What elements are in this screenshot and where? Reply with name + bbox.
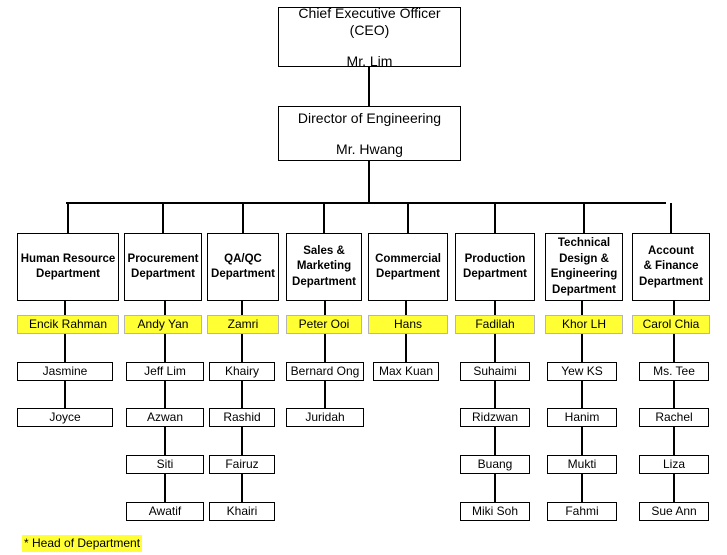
department-name-line: Technical [557,237,611,249]
staff-member-box: Jeff Lim [126,362,204,381]
legend-head-of-department: * Head of Department [22,535,143,552]
staff-member-box: Liza [639,455,709,474]
ceo-title: Chief Executive Officer (CEO) [298,4,441,38]
director-title: Director of Engineering [297,109,442,126]
head-of-department-box: Encik Rahman [17,315,119,334]
staff-member-box: Khairy [209,362,275,381]
director-box: Director of Engineering Mr. Hwang [278,106,461,161]
staff-member-box: Fahmi [547,502,617,521]
department-name-line: Production [464,252,526,265]
department-name-line: Department [463,268,527,280]
department-name-line: Account [648,244,694,257]
department-name-line: Marketing [296,260,352,273]
department-box: QA/QC Department [207,233,279,301]
department-name-line: & Finance [643,260,699,273]
department-name-line: QA/QC [224,252,262,265]
staff-member-box: Rachel [639,408,709,427]
staff-member-box: Hanim [547,408,617,427]
staff-member-box: Joyce [17,408,113,427]
staff-member-box: Fairuz [209,455,275,474]
staff-member-box: Rashid [209,408,275,427]
department-name-line: Sales & [303,244,345,257]
head-of-department-box: Zamri [207,315,279,334]
staff-member-box: Khairi [209,502,275,521]
department-name-line: Human Resource [20,252,116,265]
department-name: QA/QC Department [211,252,275,283]
staff-member-box: Suhaimi [460,362,530,381]
department-name-line: Department [376,268,440,280]
department-name-line: Department [639,275,703,288]
department-name-line: Department [552,283,616,296]
department-name-line: Department [292,275,356,288]
department-name-line: Department [36,268,100,280]
director-name: Mr. Hwang [336,140,403,157]
staff-member-box: Max Kuan [373,362,439,381]
head-of-department-box: Peter Ooi [286,315,362,334]
department-name-line: Department [131,268,195,280]
staff-member-box: Miki Soh [460,502,530,521]
staff-member-box: Ms. Tee [639,362,709,381]
staff-member-box: Juridah [286,408,364,427]
staff-member-box: Yew KS [547,362,617,381]
head-of-department-box: Carol Chia [632,315,710,334]
department-name-line: Procurement [127,252,199,265]
staff-member-box: Buang [460,455,530,474]
ceo-box: Chief Executive Officer (CEO) Mr. Lim [278,4,461,69]
staff-member-box: Ridzwan [460,408,530,427]
staff-member-box: Siti [126,455,204,474]
head-of-department-box: Khor LH [545,315,623,334]
department-name-line: Commercial [375,252,441,265]
staff-member-box: Bernard Ong [286,362,364,381]
head-of-department-box: Hans [368,315,448,334]
department-name-line: Department [211,268,275,280]
head-of-department-box: Fadilah [455,315,535,334]
department-name-line: Engineering [550,268,618,280]
staff-member-box: Mukti [547,455,617,474]
staff-member-box: Jasmine [17,362,113,381]
staff-member-box: Awatif [126,502,204,521]
head-of-department-box: Andy Yan [124,315,202,334]
ceo-name: Mr. Lim [346,52,393,69]
staff-member-box: Sue Ann [639,502,709,521]
staff-member-box: Azwan [126,408,204,427]
department-name-line: Design & [559,252,609,265]
